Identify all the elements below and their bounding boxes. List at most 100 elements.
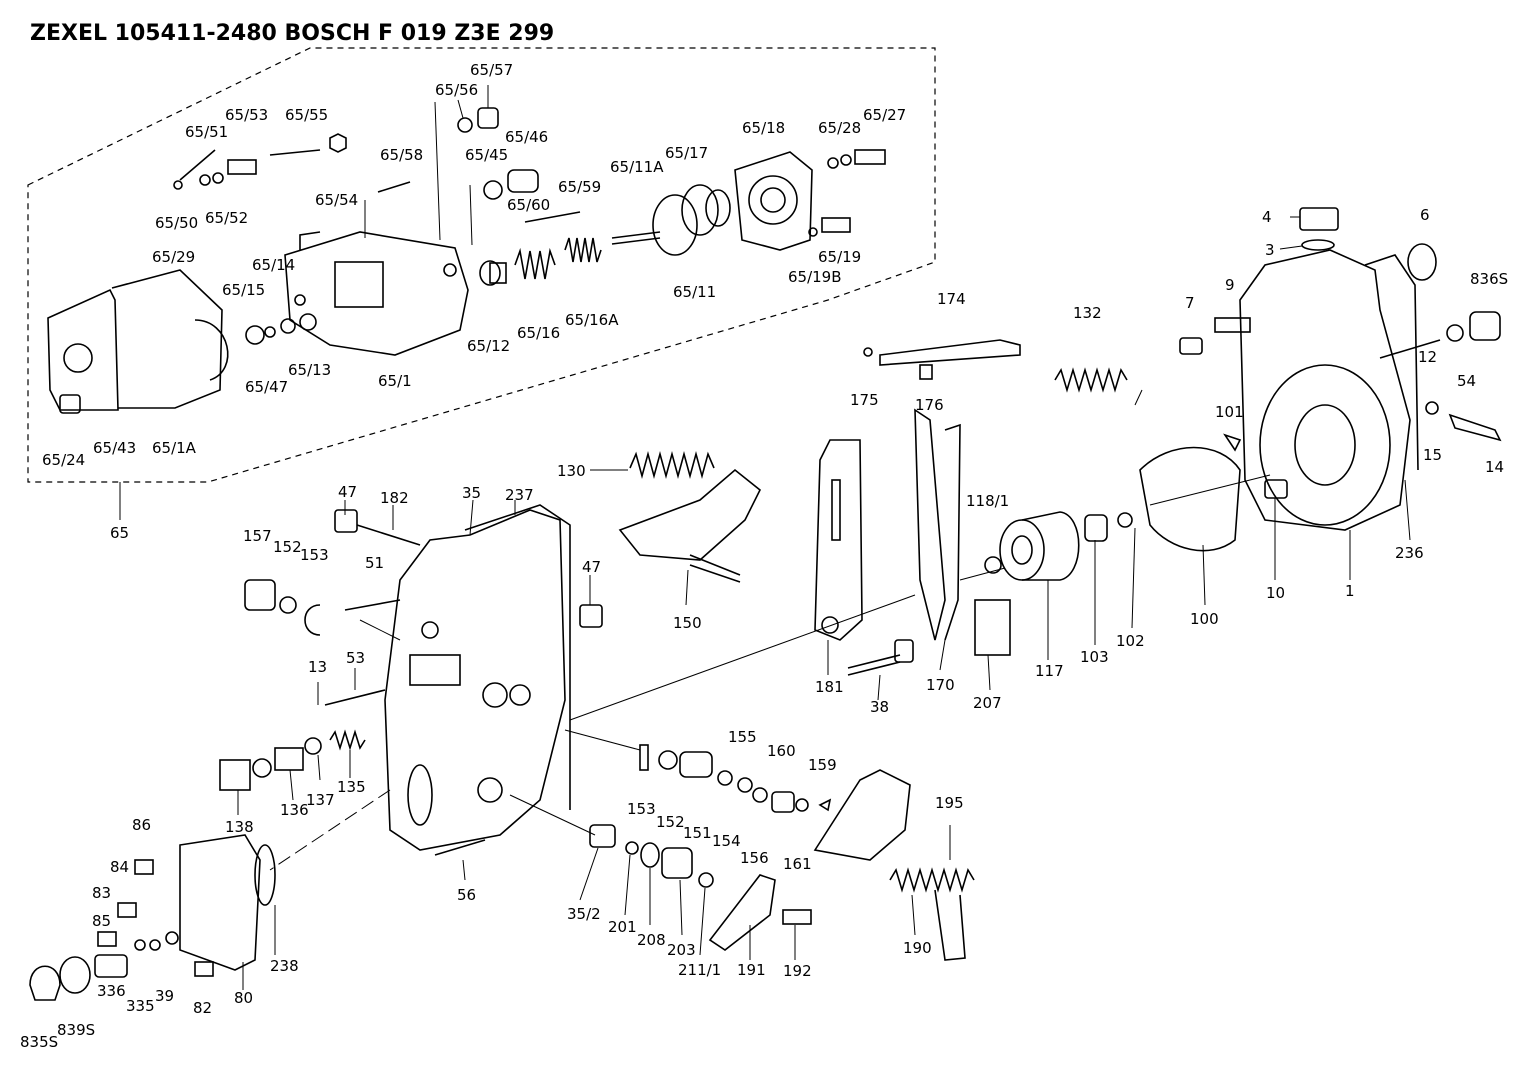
- label-65-27: 65/27: [863, 106, 906, 124]
- cam-100: [1139, 446, 1241, 552]
- label-65-60: 65/60: [507, 196, 550, 214]
- label-65-15: 65/15: [222, 281, 265, 299]
- label-101: 101: [1215, 403, 1244, 421]
- governor-cover-35: [384, 504, 571, 851]
- subassembly-65-boundary: [27, 47, 936, 483]
- label-192: 192: [783, 962, 812, 980]
- label-211-1: 211/1: [678, 961, 721, 979]
- label-65-50: 65/50: [155, 214, 198, 232]
- label-237: 237: [505, 486, 534, 504]
- label-65-17: 65/17: [665, 144, 708, 162]
- label-156: 156: [740, 849, 769, 867]
- label-86: 86: [132, 816, 151, 834]
- label-195: 195: [935, 794, 964, 812]
- label-65-56: 65/56: [435, 81, 478, 99]
- lever-170: [914, 408, 961, 641]
- label-137: 137: [306, 791, 335, 809]
- label-207: 207: [973, 694, 1002, 712]
- label-56: 56: [457, 886, 476, 904]
- label-51: 51: [365, 554, 384, 572]
- label-14: 14: [1485, 458, 1504, 476]
- label-65-1a: 65/1A: [152, 439, 197, 457]
- label-65-51: 65/51: [185, 123, 228, 141]
- shaft-150: [618, 468, 762, 583]
- label-65-55: 65/55: [285, 106, 328, 124]
- label-102: 102: [1116, 632, 1145, 650]
- label-155: 155: [728, 728, 757, 746]
- label-84: 84: [110, 858, 129, 876]
- label-839s: 839S: [57, 1021, 95, 1039]
- label-154: 154: [712, 832, 741, 850]
- label-47b: 47: [582, 558, 601, 576]
- plate-65-18: [734, 151, 813, 251]
- label-103: 103: [1080, 648, 1109, 666]
- cover-80: [179, 834, 276, 971]
- label-138: 138: [225, 818, 254, 836]
- label-208: 208: [637, 931, 666, 949]
- label-10: 10: [1266, 584, 1285, 602]
- plug-4: [1299, 207, 1339, 251]
- shaft-65-11a: [611, 231, 661, 245]
- lever-assembly-195: [813, 769, 975, 961]
- label-201: 201: [608, 918, 637, 936]
- leader-lines: [237, 85, 1411, 990]
- label-3: 3: [1265, 241, 1275, 259]
- misc-small-parts: [29, 243, 1502, 1001]
- label-82: 82: [193, 999, 212, 1017]
- label-65-19: 65/19: [818, 248, 861, 266]
- label-65-45: 65/45: [465, 146, 508, 164]
- label-161: 161: [783, 855, 812, 873]
- label-174: 174: [937, 290, 966, 308]
- label-65-52: 65/52: [205, 209, 248, 227]
- label-153a: 153: [300, 546, 329, 564]
- label-65-13: 65/13: [288, 361, 331, 379]
- label-65-11a: 65/11A: [610, 158, 664, 176]
- label-65-47: 65/47: [245, 378, 288, 396]
- plate-191: [708, 874, 776, 951]
- label-152b: 152: [656, 813, 685, 831]
- label-39: 39: [155, 987, 174, 1005]
- label-83: 83: [92, 884, 111, 902]
- label-176: 176: [915, 396, 944, 414]
- label-152a: 152: [273, 538, 302, 556]
- label-65-46: 65/46: [505, 128, 548, 146]
- label-9: 9: [1225, 276, 1235, 294]
- label-335: 335: [126, 997, 155, 1015]
- label-80: 80: [234, 989, 253, 1007]
- lever-181: [814, 439, 863, 641]
- label-15: 15: [1423, 446, 1442, 464]
- spring-65-16a: [564, 237, 602, 263]
- label-13: 13: [308, 658, 327, 676]
- label-35-2: 35/2: [567, 905, 601, 923]
- label-65-16a: 65/16A: [565, 311, 619, 329]
- part-labels: 65/57 65/56 65/53 65/55 65/51 65/46 65/1…: [20, 61, 1508, 1051]
- diagram-title: ZEXEL 105411-2480 BOSCH F 019 Z3E 299: [30, 21, 554, 46]
- label-65-16: 65/16: [517, 324, 560, 342]
- label-65-57: 65/57: [470, 61, 513, 79]
- label-136: 136: [280, 801, 309, 819]
- spring-65-16: [514, 247, 556, 280]
- label-53: 53: [346, 649, 365, 667]
- label-65-53: 65/53: [225, 106, 268, 124]
- label-132: 132: [1073, 304, 1102, 322]
- label-65-19b: 65/19B: [788, 268, 842, 286]
- label-151: 151: [683, 824, 712, 842]
- label-170: 170: [926, 676, 955, 694]
- label-65-12: 65/12: [467, 337, 510, 355]
- label-150: 150: [673, 614, 702, 632]
- cover-65-1a: [47, 269, 229, 411]
- label-157: 157: [243, 527, 272, 545]
- label-12: 12: [1418, 348, 1437, 366]
- assembly-lines: [269, 474, 1271, 871]
- label-203: 203: [667, 941, 696, 959]
- label-135: 135: [337, 778, 366, 796]
- label-54: 54: [1457, 372, 1476, 390]
- label-117: 117: [1035, 662, 1064, 680]
- label-65: 65: [110, 524, 129, 542]
- label-100: 100: [1190, 610, 1219, 628]
- spring-130: [629, 450, 715, 480]
- label-236: 236: [1395, 544, 1424, 562]
- label-1: 1: [1345, 582, 1355, 600]
- label-153b: 153: [627, 800, 656, 818]
